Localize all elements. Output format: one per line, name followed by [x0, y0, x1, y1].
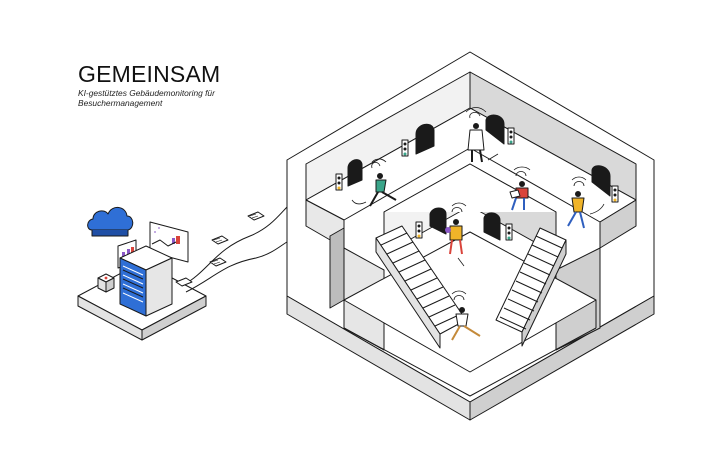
sensor-icon — [97, 273, 115, 293]
cloud-icon — [87, 207, 134, 237]
person-blue — [567, 181, 605, 229]
door — [591, 165, 611, 197]
people — [351, 107, 605, 341]
sensor-icon — [611, 185, 619, 203]
sensor-icon — [507, 127, 515, 145]
person-green — [351, 162, 397, 207]
door — [485, 114, 505, 145]
door — [415, 123, 435, 155]
data-packet — [247, 211, 265, 221]
sensor-icon — [335, 173, 343, 191]
data-packet — [175, 277, 193, 287]
title-block: GEMEINSAM KI-gestütztes Gebäudemonitorin… — [78, 62, 268, 108]
door — [483, 212, 501, 241]
data-packet — [209, 257, 227, 267]
right-staircase — [495, 227, 567, 347]
sensor-icon — [415, 221, 423, 239]
server-rack-icon — [119, 245, 173, 317]
person-orange — [451, 295, 481, 341]
person-red — [509, 171, 529, 211]
door — [347, 159, 363, 187]
data-packet — [211, 235, 229, 245]
data-cables — [175, 205, 291, 293]
page-title: GEMEINSAM — [78, 61, 221, 87]
door — [429, 207, 447, 235]
left-staircase — [375, 225, 467, 349]
person-white — [467, 112, 499, 163]
sensor-icon — [401, 139, 409, 157]
person-purple — [445, 207, 465, 267]
wifi-signal-icon — [371, 107, 587, 295]
server-platform — [77, 207, 207, 341]
building — [286, 51, 655, 421]
page-subtitle: KI-gestütztes Gebäudemonitoring für Besu… — [78, 88, 215, 108]
sensor-icon — [505, 223, 513, 241]
